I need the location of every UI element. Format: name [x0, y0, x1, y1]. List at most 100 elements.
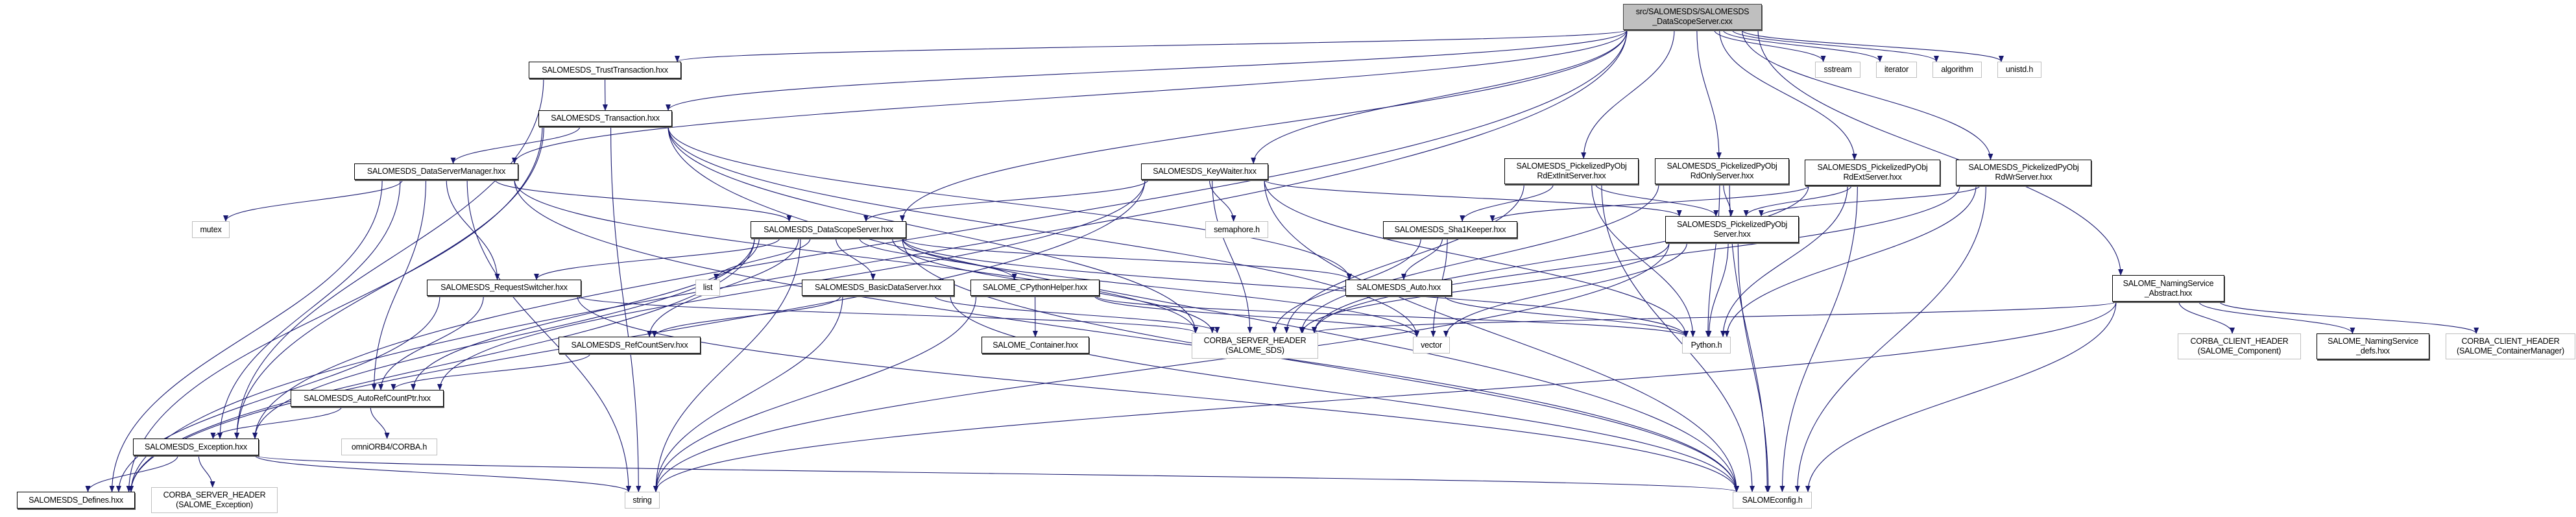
edge-dss-to-auto	[902, 237, 1352, 280]
graph-node-rdext[interactable]: SALOMESDS_PickelizedPyObj RdExtServer.hx…	[1805, 160, 1940, 186]
graph-node-label: semaphore.h	[1214, 224, 1260, 234]
edge-root-to-sstream	[1714, 29, 1826, 62]
graph-node-vector[interactable]: vector	[1413, 337, 1450, 354]
graph-node-keywaiter[interactable]: SALOMESDS_KeyWaiter.hxx	[1141, 163, 1268, 180]
graph-node-label: SALOMESDS_KeyWaiter.hxx	[1153, 167, 1257, 176]
graph-node-label: SALOMESDS_PickelizedPyObj RdOnlyServer.h…	[1667, 162, 1777, 180]
edge-ppos-to-config	[1737, 242, 1771, 492]
edge-root-to-algorithm	[1731, 29, 1939, 62]
graph-node-label: SALOMESDS_RequestSwitcher.hxx	[440, 283, 568, 292]
edge-transaction-to-corba_sds	[668, 126, 1198, 333]
graph-node-label: algorithm	[1941, 65, 1973, 74]
graph-node-string[interactable]: string	[625, 492, 660, 509]
edge-reqsw-to-config	[577, 295, 1739, 492]
graph-node-nsabs[interactable]: SALOME_NamingService _Abstract.hxx	[2112, 275, 2224, 302]
graph-node-ns_defs[interactable]: SALOME_NamingService _defs.hxx	[2317, 333, 2429, 359]
graph-node-label: SALOME_NamingService _Abstract.hxx	[2123, 278, 2214, 298]
edge-rdext-to-config	[1779, 185, 1858, 492]
graph-node-label: SALOME_NamingService _defs.hxx	[2328, 337, 2418, 355]
graph-node-ppos[interactable]: SALOMESDS_PickelizedPyObj Server.hxx	[1665, 216, 1799, 243]
edge-dss-to-reqsw	[534, 237, 780, 280]
edge-exception-to-corba_exc	[198, 455, 215, 488]
edge-autoref-to-omniorb	[370, 406, 390, 439]
edge-dss-to-string	[653, 237, 801, 492]
edge-root-to-nsabs	[1757, 29, 2124, 276]
graph-node-label: SALOMESDS_RefCountServ.hxx	[571, 340, 688, 350]
graph-node-refcount[interactable]: SALOMESDS_RefCountServ.hxx	[559, 337, 701, 354]
edge-rdext-to-sha1	[1489, 185, 1810, 222]
graph-node-sstream[interactable]: sstream	[1815, 62, 1860, 78]
edge-transaction-to-vector	[668, 126, 1419, 337]
edge-transaction-to-config	[668, 126, 1739, 492]
graph-node-algorithm[interactable]: algorithm	[1932, 62, 1982, 78]
graph-node-list[interactable]: list	[695, 280, 720, 296]
graph-node-trust[interactable]: SALOMESDS_TrustTransaction.hxx	[529, 62, 681, 78]
edge-basic-to-corba_sds	[934, 295, 1220, 333]
graph-node-rdextinit[interactable]: SALOMESDS_PickelizedPyObj RdExtInitServe…	[1504, 158, 1639, 184]
graph-node-rdonly[interactable]: SALOMESDS_PickelizedPyObj RdOnlyServer.h…	[1655, 158, 1789, 184]
edge-rdextinit-to-ppos	[1595, 184, 1719, 217]
graph-node-container[interactable]: SALOME_Container.hxx	[981, 337, 1089, 354]
graph-node-dsm[interactable]: SALOMESDS_DataServerManager.hxx	[354, 163, 518, 180]
graph-node-mutex[interactable]: mutex	[192, 221, 230, 238]
graph-node-cc_cm[interactable]: CORBA_CLIENT_HEADER (SALOME_ContainerMan…	[2446, 333, 2575, 359]
edge-dsm-to-reqsw	[446, 179, 500, 280]
edge-dss-to-exception	[252, 237, 755, 439]
graph-node-label: SALOMESDS_PickelizedPyObj RdExtInitServe…	[1516, 162, 1627, 180]
graph-node-basic[interactable]: SALOMESDS_BasicDataServer.hxx	[802, 280, 954, 296]
graph-node-semaphore[interactable]: semaphore.h	[1205, 221, 1268, 238]
graph-node-label: SALOMESDS_BasicDataServer.hxx	[815, 283, 941, 292]
graph-node-root[interactable]: src/SALOMESDS/SALOMESDS _DataScopeServer…	[1623, 4, 1762, 30]
graph-node-omniorb[interactable]: omniORB4/CORBA.h	[341, 439, 437, 455]
edge-transaction-to-auto	[668, 126, 1352, 280]
graph-node-label: Python.h	[1691, 340, 1722, 350]
edge-reqsw-to-defines	[116, 295, 440, 492]
graph-node-label: SALOMESDS_Defines.hxx	[29, 495, 123, 505]
edge-autoref-to-exception	[210, 406, 342, 439]
edge-root-to-rdwr	[1742, 29, 1993, 160]
edge-rdext-to-corba_sds	[1312, 185, 1809, 333]
edge-dsm-to-exception	[217, 179, 401, 439]
edge-rdwr-to-ppos	[1759, 185, 1980, 217]
edge-dsm-to-string	[466, 179, 631, 492]
edge-exception-to-config	[254, 455, 1739, 492]
edge-rdextinit-to-sha1	[1460, 184, 1554, 222]
graph-node-exception[interactable]: SALOMESDS_Exception.hxx	[133, 439, 259, 455]
graph-node-defines[interactable]: SALOMESDS_Defines.hxx	[17, 492, 135, 509]
graph-node-rdwr[interactable]: SALOMESDS_PickelizedPyObj RdWrServer.hxx	[1956, 160, 2091, 186]
edge-keywaiter-to-semaphore	[1209, 179, 1236, 222]
graph-node-config[interactable]: SALOMEconfig.h	[1733, 492, 1812, 509]
graph-node-label: unistd.h	[2005, 65, 2034, 74]
edge-rdonly-to-corba_sds	[1299, 184, 1659, 333]
graph-node-dss[interactable]: SALOMESDS_DataScopeServer.hxx	[751, 221, 906, 238]
graph-node-cc_comp[interactable]: CORBA_CLIENT_HEADER (SALOME_Component)	[2178, 333, 2301, 359]
edge-root-to-dsm	[512, 29, 1628, 164]
graph-node-cpython[interactable]: SALOME_CPythonHelper.hxx	[970, 280, 1100, 296]
edge-dss-to-config	[902, 237, 1739, 492]
edge-basic-to-string	[653, 295, 843, 492]
edge-root-to-iterator	[1722, 29, 1883, 62]
graph-node-label: SALOMESDS_Sha1Keeper.hxx	[1394, 224, 1506, 234]
graph-node-corba_sds[interactable]: CORBA_SERVER_HEADER (SALOME_SDS)	[1192, 333, 1318, 359]
graph-node-autoref[interactable]: SALOMESDS_AutoRefCountPtr.hxx	[291, 390, 444, 407]
graph-node-transaction[interactable]: SALOMESDS_Transaction.hxx	[538, 110, 672, 126]
graph-node-auto[interactable]: SALOMESDS_Auto.hxx	[1345, 280, 1452, 296]
graph-node-corba_exc[interactable]: CORBA_SERVER_HEADER (SALOME_Exception)	[151, 487, 278, 513]
graph-node-unistd[interactable]: unistd.h	[1997, 62, 2041, 78]
graph-node-label: SALOMESDS_Exception.hxx	[145, 442, 247, 451]
edge-dsm-to-mutex	[223, 179, 403, 222]
edge-root-to-rdonly	[1696, 29, 1722, 159]
edge-cpython-to-string	[653, 295, 977, 492]
edge-keywaiter-to-config	[1264, 179, 1739, 492]
graph-node-sha1[interactable]: SALOMESDS_Sha1Keeper.hxx	[1383, 221, 1517, 238]
graph-node-reqsw[interactable]: SALOMESDS_RequestSwitcher.hxx	[427, 280, 581, 296]
graph-node-python[interactable]: Python.h	[1682, 337, 1731, 354]
graph-node-iterator[interactable]: iterator	[1876, 62, 1917, 78]
graph-node-label: SALOMESDS_DataScopeServer.hxx	[764, 224, 893, 234]
edge-keywaiter-to-python	[1264, 179, 1689, 337]
edge-rdextinit-to-corba_sds	[1284, 184, 1524, 333]
edge-rdwr-to-config	[1794, 185, 1986, 492]
edge-ppos-to-python	[1706, 242, 1729, 337]
edge-dss-to-vector	[902, 237, 1419, 337]
